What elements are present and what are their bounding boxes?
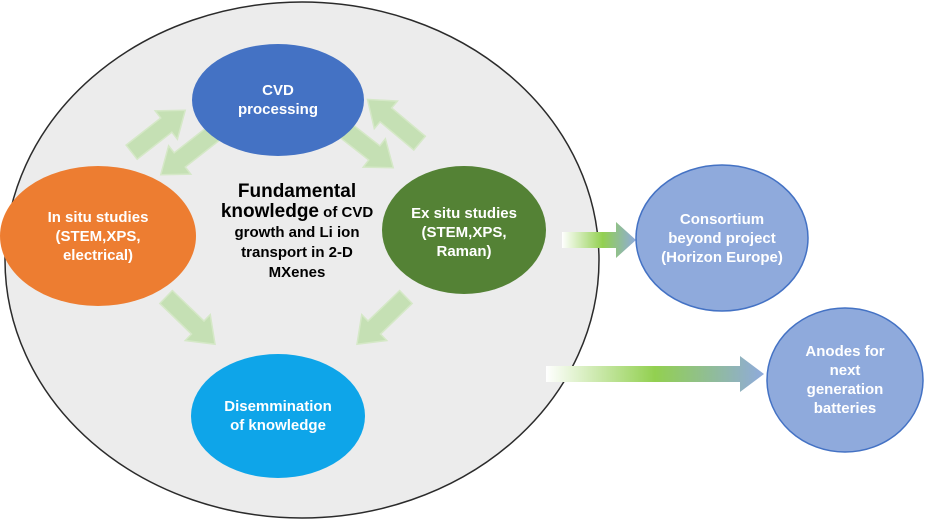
center-text-line2-small: of CVD: [319, 204, 374, 221]
arrow-ex-situ-to-cvd: [366, 98, 427, 152]
node-consortium: [635, 164, 809, 312]
node-dissemination: [191, 354, 365, 478]
ex-situ-label-line2: (STEM,XPS,: [421, 223, 507, 241]
in-situ-label-line3: electrical): [62, 246, 134, 264]
cvd-label: CVD processing: [198, 70, 358, 130]
consortium-label-line1: Consortium: [679, 210, 765, 228]
dissemination-label-line2: of knowledge: [230, 417, 326, 434]
cvd-label-line1: CVD: [262, 82, 294, 99]
center-text: Fundamental knowledge of CVD growth and …: [192, 182, 402, 283]
consortium-label-line2: beyond project: [668, 229, 776, 247]
arrow-in-situ-to-cvd: [125, 109, 187, 161]
center-text-line1: Fundamental: [237, 181, 357, 202]
arrow-to-anodes: [546, 356, 764, 392]
consortium-label: Consortium beyond project (Horizon Europ…: [642, 202, 802, 274]
center-text-line5: MXenes: [268, 264, 326, 281]
arrow-in-situ-to-dissemination: [158, 289, 216, 346]
dissemination-label: Disemmination of knowledge: [198, 386, 358, 446]
center-text-line3: growth and Li ion: [234, 224, 360, 241]
ex-situ-label-line1: Ex situ studies: [411, 204, 517, 222]
node-anodes: [766, 307, 924, 453]
center-text-line2-big: knowledge: [220, 201, 319, 222]
anodes-label-line4: batteries: [813, 400, 877, 417]
arrow-to-consortium: [562, 222, 636, 258]
dissemination-label-line1: Disemmination: [224, 398, 332, 415]
ex-situ-label-line3: Raman): [436, 242, 492, 260]
in-situ-label-line1: In situ studies: [47, 208, 149, 226]
anodes-label: Anodes for next generation batteries: [772, 334, 918, 426]
arrow-ex-situ-to-dissemination: [356, 289, 414, 346]
node-ex-situ-studies: [382, 166, 546, 294]
cvd-label-line2: processing: [237, 101, 319, 118]
node-in-situ-studies: [0, 166, 196, 306]
anodes-label-line3: generation: [806, 381, 884, 398]
arrow-cvd-to-in-situ: [159, 124, 221, 176]
center-text-line4: transport in 2-D: [241, 244, 353, 261]
in-situ-label: In situ studies (STEM,XPS, electrical): [10, 200, 186, 272]
node-cvd-processing: [192, 44, 364, 156]
consortium-label-line3: (Horizon Europe): [661, 248, 783, 266]
center-text-line2: knowledge of CVD: [192, 202, 402, 223]
ex-situ-label: Ex situ studies (STEM,XPS, Raman): [388, 196, 540, 268]
in-situ-label-line2: (STEM,XPS,: [55, 227, 141, 245]
anodes-label-line1: Anodes for: [805, 343, 885, 360]
anodes-label-line2: next: [829, 362, 861, 379]
